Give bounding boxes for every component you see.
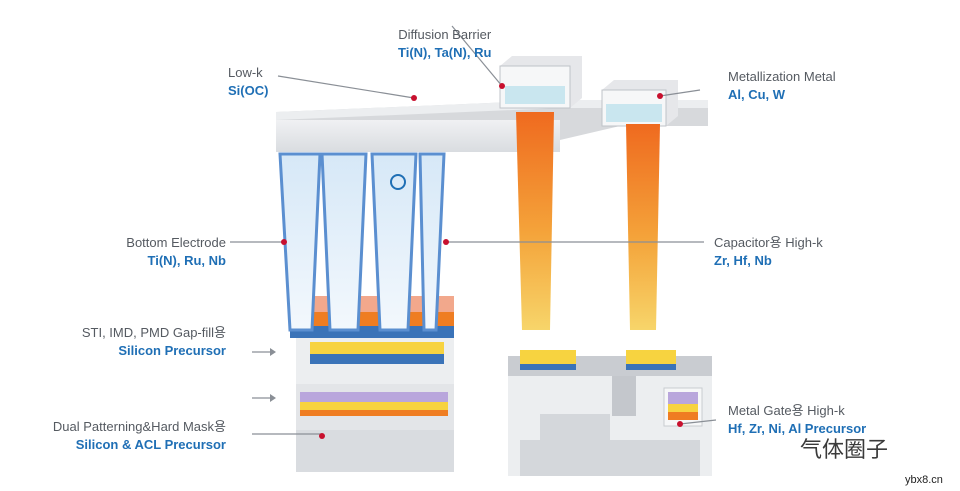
pillar-right — [626, 124, 660, 330]
diffusion-sub: Ti(N), Ta(N), Ru — [398, 44, 492, 60]
lowk-sub: Si(OC) — [228, 82, 269, 98]
capacitor-sub: Zr, Hf, Nb — [714, 252, 772, 268]
metal-gate-stack — [663, 387, 703, 427]
lowk-title: Low-k — [228, 65, 263, 80]
right-substrate — [508, 350, 712, 476]
metalgate-title: Metal Gate용 High-k — [728, 403, 845, 418]
bottom-sub: Ti(N), Ru, Nb — [147, 252, 226, 268]
diffusion-barrier-box — [499, 56, 582, 109]
capacitor-tubes — [278, 152, 446, 332]
sti-title: STI, IMD, PMD Gap-fill용 — [81, 325, 226, 340]
label-metallization: Metallization Metal Al, Cu, W — [728, 69, 836, 103]
metallization-title: Metallization Metal — [728, 69, 836, 84]
pillar-left — [516, 112, 554, 330]
label-capacitor: Capacitor용 High-k Zr, Hf, Nb — [714, 235, 823, 269]
dual-sub: Silicon & ACL Precursor — [75, 436, 226, 452]
label-sti: STI, IMD, PMD Gap-fill용 Silicon Precurso… — [81, 325, 226, 359]
label-bottom-electrode: Bottom Electrode Ti(N), Ru, Nb — [126, 235, 226, 269]
bottom-title: Bottom Electrode — [126, 235, 226, 250]
callout-dots — [281, 83, 683, 439]
metalgate-sub: Hf, Zr, Ni, Al Precursor — [728, 420, 867, 436]
label-metal-gate: Metal Gate용 High-k Hf, Zr, Ni, Al Precur… — [728, 403, 867, 437]
capacitor-title: Capacitor용 High-k — [714, 235, 823, 250]
label-dual-patterning: Dual Patterning&Hard Mask용 Silicon & ACL… — [52, 419, 226, 453]
left-stack — [290, 296, 454, 472]
connector-lines — [230, 25, 717, 435]
watermark-site: ybx8.cn — [905, 474, 943, 486]
arrow-heads — [270, 348, 276, 402]
lowk-slab — [276, 100, 708, 152]
diffusion-title: Diffusion Barrier — [398, 27, 492, 42]
metallization-sub: Al, Cu, W — [728, 86, 786, 102]
label-diffusion-barrier: Diffusion Barrier Ti(N), Ta(N), Ru — [398, 27, 492, 61]
watermark-text: 气体圈子 — [800, 437, 889, 462]
sti-sub: Silicon Precursor — [118, 342, 226, 358]
dual-title: Dual Patterning&Hard Mask용 — [52, 419, 226, 434]
metallization-box — [601, 80, 678, 127]
label-lowk: Low-k Si(OC) — [228, 65, 269, 99]
